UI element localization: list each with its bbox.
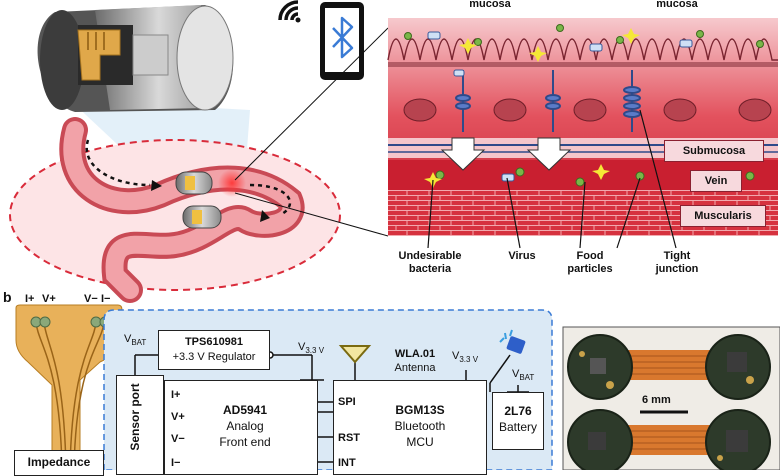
v33-label-2: V3.3 V [452,350,479,365]
mcu-block [333,380,487,475]
electrode-pin-label: V− [84,293,98,305]
tight-junction-label: Tight junction [655,250,699,275]
afe-block [164,380,318,475]
mcu-pin-label: SPI [338,396,356,408]
virus-label: Virus [508,250,536,262]
antenna-icon [338,345,372,364]
afe-label: AD5941 Analog Front end [219,403,271,449]
antenna-label: WLA.01 Antenna [394,348,436,374]
sensor-pin-label: V+ [171,411,185,423]
electrode-pin-label: I+ [25,293,35,305]
mcu-label: BGM13S Bluetooth MCU [394,403,446,449]
mucosa-label-right: mucosa [656,0,698,10]
vbat-label-right: VBAT [512,368,535,383]
phone-icon [320,2,364,80]
sensor-pin-label: V− [171,433,185,445]
scale-bar-label: 6 mm [642,394,671,406]
bluetooth-tag-icon [499,329,526,354]
capsule-small-1 [175,171,213,195]
impedance-block: Impedance [14,450,104,476]
sensor-pin-label: I− [171,457,181,469]
undesirable-bacteria-label: Undesirable bacteria [398,250,462,275]
sensor-port-block [116,375,164,475]
mcu-pin-label: RST [338,432,360,444]
pcb-photo [562,326,780,470]
wifi-icon [278,0,301,23]
mcu-pin-label: INT [338,457,356,469]
vbat-label-left: VBAT [124,333,147,348]
panel-b-letter: b [3,289,12,305]
vein-label: Vein [690,170,742,192]
mucosa-label-left: mucosa [469,0,511,10]
electrode-pin-label: I− [101,293,111,305]
food-particles-label: Food particles [567,250,613,275]
capsule-large [37,5,234,112]
capsule-path-arrow [249,183,292,217]
bluetooth-icon [332,16,354,59]
capsule-small-2 [182,205,222,229]
submucosa-label: Submucosa [664,140,764,162]
sensor-port-label: Sensor port [128,383,142,451]
muscularis-label: Muscularis [680,205,766,227]
electrode-pin-label: V+ [42,293,56,305]
sensor-pin-label: I+ [171,389,181,401]
battery-block: 2L76 Battery [492,392,544,450]
v33-label-1: V3.3 V [298,341,325,356]
regulator-block: TPS610981 +3.3 V Regulator [158,330,270,370]
